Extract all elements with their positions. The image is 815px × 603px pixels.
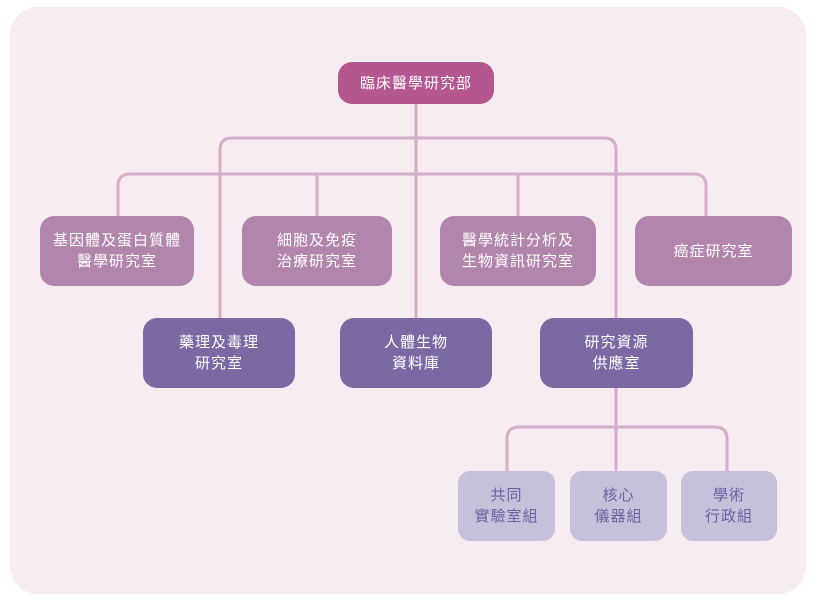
org-node-label: 藥理及毒理 研究室 [178,334,259,372]
org-node-label: 核心 儀器組 [594,487,643,525]
org-node-core-instrument-group: 核心 儀器組 [570,471,667,541]
org-node-common-laboratory-group: 共同 實驗室組 [458,471,555,541]
org-node-label: 細胞及免疫 治療研究室 [276,232,357,270]
org-node-genomics-proteomics-medicine-lab: 基因體及蛋白質體 醫學研究室 [40,216,194,286]
org-node-label: 研究資源 供應室 [584,334,649,372]
org-node-label: 學術 行政組 [704,487,753,525]
org-node-research-resource-supply-office: 研究資源 供應室 [540,318,693,388]
org-node-label: 人體生物 資料庫 [383,334,448,372]
org-node-label: 醫學統計分析及 生物資訊研究室 [461,232,574,270]
org-node-label: 基因體及蛋白質體 醫學研究室 [52,232,181,270]
org-node-cancer-research-lab: 癌症研究室 [635,216,792,286]
org-node-academic-administration-group: 學術 行政組 [681,471,777,541]
org-node-cell-immunotherapy-lab: 細胞及免疫 治療研究室 [242,216,392,286]
org-node-label: 癌症研究室 [673,242,754,260]
org-node-human-biobank: 人體生物 資料庫 [340,318,492,388]
org-node-clinical-medicine-research-department: 臨床醫學研究部 [338,62,494,104]
org-node-pharmacology-toxicology-lab: 藥理及毒理 研究室 [143,318,295,388]
org-node-label: 共同 實驗室組 [474,487,539,525]
org-node-medical-statistics-bioinformatics-lab: 醫學統計分析及 生物資訊研究室 [440,216,596,286]
org-node-label: 臨床醫學研究部 [359,74,472,92]
